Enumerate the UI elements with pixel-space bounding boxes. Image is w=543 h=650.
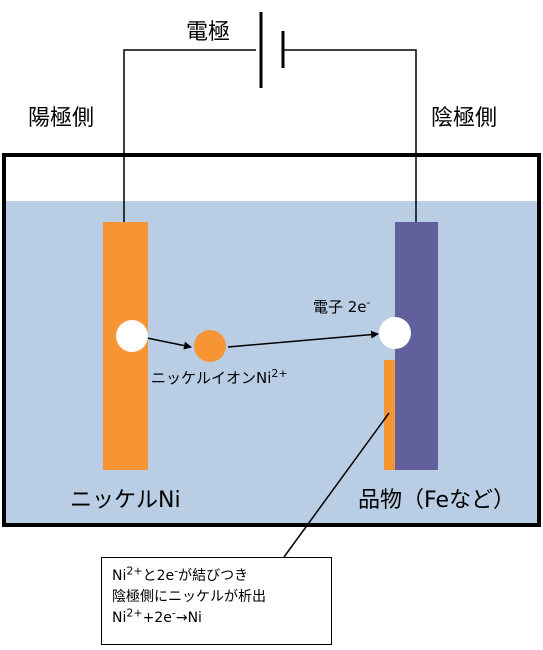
plating-solution — [5, 201, 538, 524]
plating-tank — [2, 153, 541, 527]
arrow-anode-to-ion — [146, 337, 192, 350]
callout-line-3-electron: +2e — [142, 610, 172, 626]
callout-line-1-ni-sup: 2+ — [126, 564, 143, 578]
anode-electron — [116, 320, 148, 352]
nickel-ion-label: ニッケルイオンNi2+ — [151, 367, 288, 388]
callout-pointer — [283, 412, 390, 558]
cathode-electron — [379, 317, 411, 349]
callout-line-3-product: →Ni — [175, 610, 202, 626]
callout-line-1-rest: が結びつき — [178, 568, 249, 584]
reaction-callout: Ni2+と2e-が結びつき 陰極側にニッケルが析出 Ni2++2e-→Ni — [101, 557, 332, 645]
callout-line-3-electron-sup: - — [171, 606, 176, 620]
callout-line-1-electron: と2e — [142, 568, 175, 584]
nickel-ion-label-text: ニッケルイオンNi — [151, 369, 272, 387]
cathode-side-label: 陰極側 — [431, 106, 498, 131]
cathode-material-label: 品物（Feなど） — [358, 488, 515, 513]
callout-line-3-ni-sup: 2+ — [126, 606, 143, 620]
callout-line-1: Ni2+と2e-が結びつき — [112, 564, 331, 587]
electron-label-sup: - — [366, 296, 371, 309]
anode-material-label: ニッケルNi — [70, 488, 181, 513]
arrow-ion-to-cathode — [227, 330, 379, 348]
nickel-ion — [194, 330, 226, 362]
electron-label-text: 電子 2e — [313, 298, 367, 316]
anode-wire — [123, 49, 256, 222]
callout-line-1-ni: Ni — [112, 568, 127, 584]
deposited-nickel-layer — [384, 360, 395, 470]
callout-line-3: Ni2++2e-→Ni — [112, 606, 331, 629]
nickel-ion-label-sup: 2+ — [271, 367, 288, 380]
anode-side-label: 陽極側 — [28, 106, 95, 131]
power-source-label: 電極 — [186, 20, 231, 45]
callout-line-2: 陰極側にニッケルが析出 — [112, 589, 266, 605]
callout-line-1-electron-sup: - — [174, 564, 179, 578]
callout-line-3-ni: Ni — [112, 610, 127, 626]
electron-label: 電子 2e- — [313, 296, 371, 317]
cathode-wire — [284, 49, 417, 222]
